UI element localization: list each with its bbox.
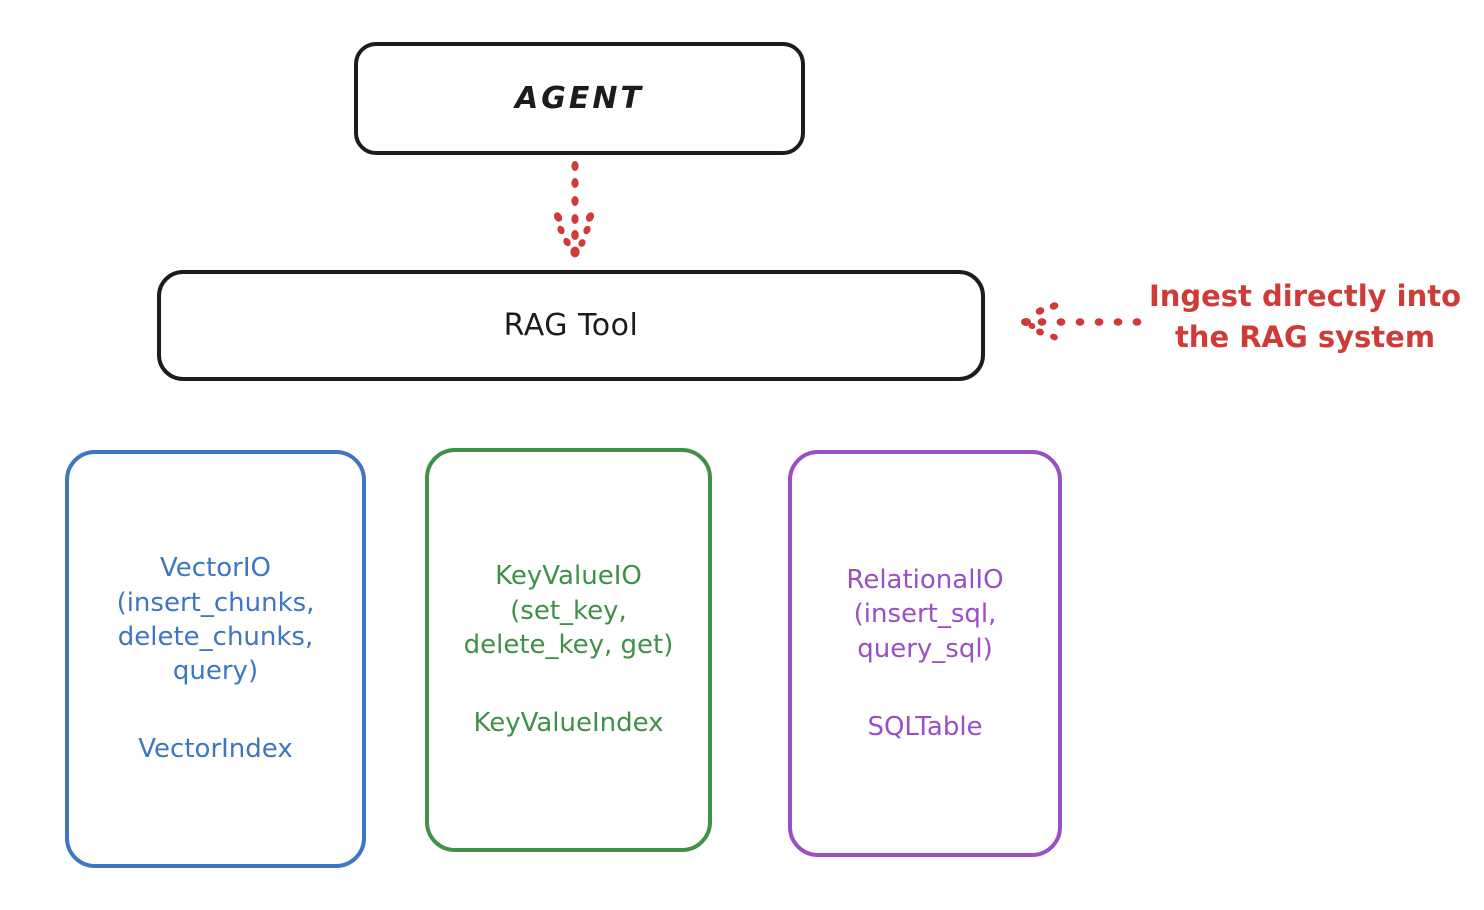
node-rag-tool[interactable]: RAG Tool (157, 270, 985, 381)
vector-io-line-1: VectorIO (160, 553, 271, 584)
relational-io-line-3: query_sql) (857, 633, 993, 664)
node-agent[interactable]: AGENT (354, 42, 805, 155)
keyvalue-io-interface: KeyValueIO (set_key, delete_key, get) (464, 559, 674, 662)
annotation-line-2: the RAG system (1174, 320, 1436, 355)
node-agent-label: AGENT (515, 81, 644, 116)
keyvalue-io-line-2: (set_key, (510, 595, 627, 626)
node-keyvalue-io[interactable]: KeyValueIO (set_key, delete_key, get) Ke… (425, 448, 712, 852)
dotted-arrow-down-icon (553, 161, 595, 258)
relational-io-line-2: (insert_sql, (853, 599, 997, 630)
dotted-arrow-left-icon (1021, 302, 1142, 341)
vector-io-line-3: delete_chunks, (117, 621, 314, 652)
vector-io-line-2: (insert_chunks, (116, 587, 315, 618)
annotation-line-1: Ingest directly into (1148, 279, 1462, 313)
keyvalue-io-line-3: delete_key, get) (463, 630, 674, 660)
node-vector-io[interactable]: VectorIO (insert_chunks, delete_chunks, … (65, 450, 366, 868)
vector-io-interface: VectorIO (insert_chunks, delete_chunks, … (117, 551, 315, 688)
relational-io-line-1: RelationalIO (846, 564, 1004, 595)
vector-index-label: VectorIndex (138, 734, 293, 765)
keyvalue-io-line-1: KeyValueIO (495, 561, 642, 592)
node-relational-io[interactable]: RelationalIO (insert_sql, query_sql) SQL… (788, 450, 1062, 857)
relational-io-interface: RelationalIO (insert_sql, query_sql) (846, 563, 1003, 666)
node-rag-tool-label: RAG Tool (503, 308, 639, 343)
annotation-ingest-text: Ingest directly into the RAG system (1140, 276, 1470, 358)
keyvalue-index-label: KeyValueIndex (473, 708, 664, 739)
sql-table-label: SQLTable (867, 711, 983, 742)
vector-io-line-4: query) (172, 656, 259, 687)
